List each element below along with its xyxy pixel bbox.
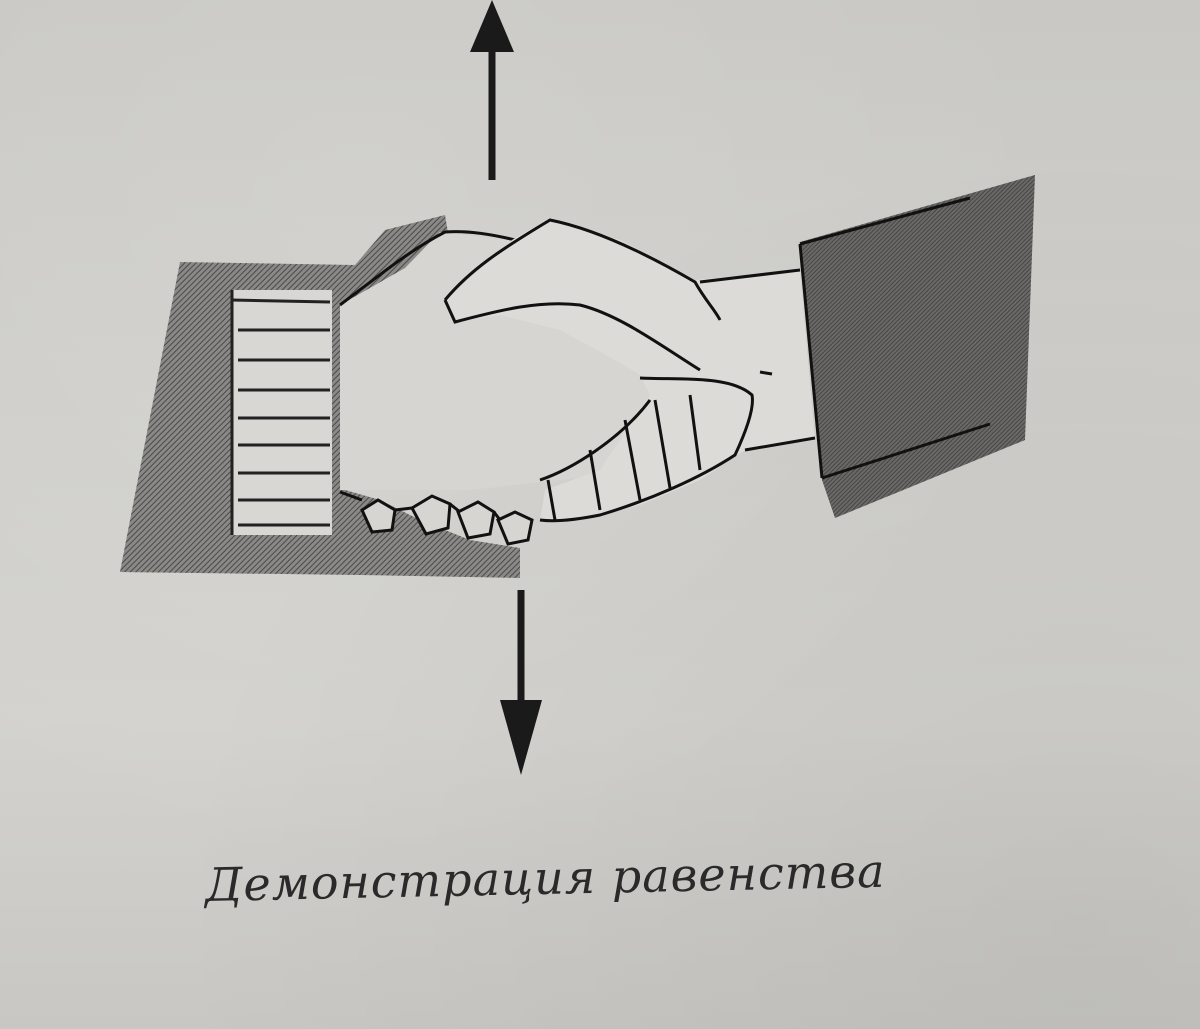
right-hand xyxy=(443,218,816,523)
left-cuff xyxy=(230,290,332,535)
down-arrow-icon xyxy=(500,590,542,775)
up-arrow-icon xyxy=(470,0,514,180)
right-sleeve xyxy=(798,175,1035,518)
